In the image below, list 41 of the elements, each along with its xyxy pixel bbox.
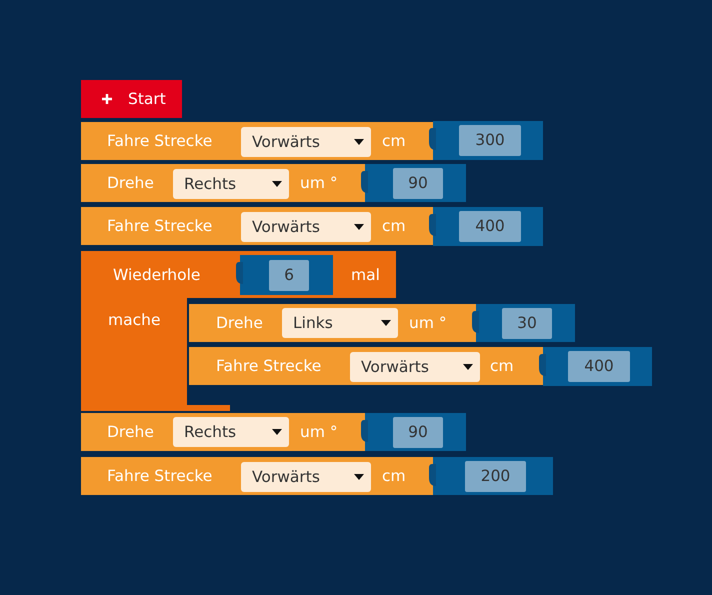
statement-block — [189, 304, 476, 342]
block-label: Fahre Strecke — [216, 356, 322, 376]
number-field: 300 — [459, 125, 521, 156]
dropdown-menu: Links — [282, 308, 398, 338]
start-block — [81, 80, 182, 118]
block-label: mal — [351, 265, 380, 285]
block-label: Fahre Strecke — [107, 131, 212, 151]
statement-block — [81, 122, 433, 160]
block-label: um ° — [409, 313, 447, 333]
number-field: 6 — [269, 260, 309, 290]
dropdown-menu: Vorwärts — [241, 212, 371, 242]
statement-block — [81, 413, 365, 451]
dropdown-menu: Rechts — [173, 169, 289, 199]
statement-block — [81, 164, 365, 202]
block-label: Fahre Strecke — [107, 466, 212, 486]
number-field: 400 — [568, 351, 630, 382]
block-label: Drehe — [107, 173, 154, 193]
block-label: um ° — [300, 422, 338, 442]
number-field: 200 — [465, 460, 526, 492]
block-label: Wiederhole — [113, 265, 200, 285]
block-label: um ° — [300, 173, 338, 193]
number-field: 90 — [393, 416, 443, 448]
dropdown-menu: Vorwärts — [350, 352, 480, 382]
block-label: Drehe — [107, 422, 154, 442]
statement-block — [81, 207, 433, 245]
dropdown-menu: Rechts — [173, 417, 289, 447]
dropdown-menu: Vorwärts — [241, 462, 371, 492]
block-label: mache — [108, 310, 160, 330]
block-label: Drehe — [216, 313, 263, 333]
dropdown-menu: Vorwärts — [241, 127, 371, 157]
block-label: Fahre Strecke — [107, 216, 212, 236]
block-label: cm — [490, 356, 514, 376]
block-label: Start — [128, 89, 166, 109]
number-field: 400 — [459, 211, 521, 242]
block-label: cm — [382, 216, 406, 236]
number-field: 30 — [502, 308, 552, 338]
block-label: cm — [382, 131, 406, 151]
statement-block — [81, 457, 433, 495]
statement-block — [189, 347, 543, 385]
number-field: 90 — [393, 168, 443, 198]
block-label: cm — [382, 466, 406, 486]
